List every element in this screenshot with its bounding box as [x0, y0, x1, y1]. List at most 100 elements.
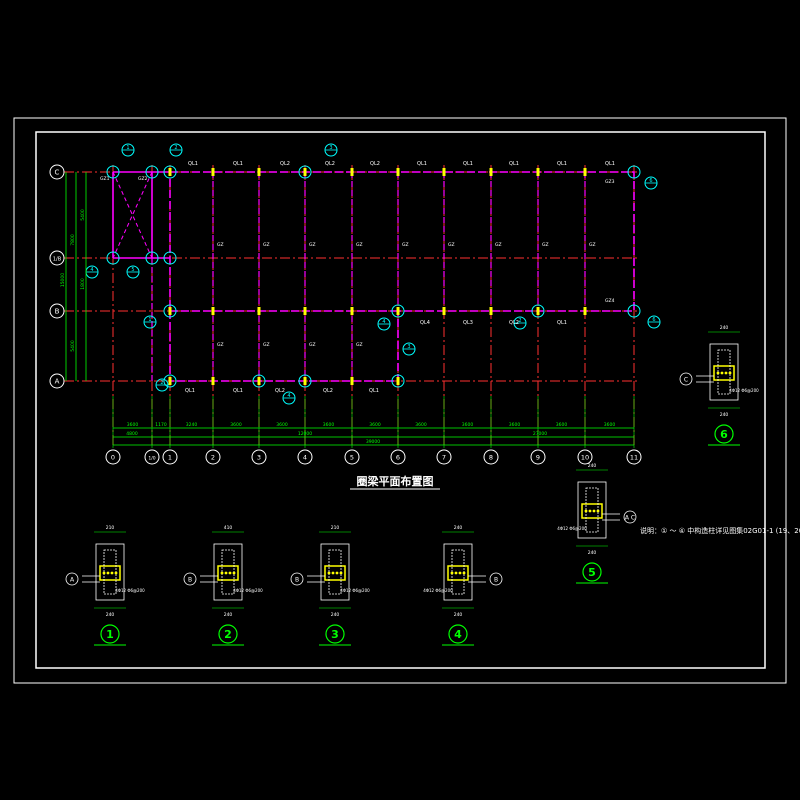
column-label: GZ — [495, 242, 502, 248]
wall-outline — [213, 543, 243, 601]
beam-label: QL2 — [509, 320, 519, 326]
general-note: 说明：① ～ ④ 中构造柱详见图集02G01-1 (19、20) 页。 — [640, 526, 800, 535]
column-label: GZ — [542, 242, 549, 248]
beam-label: QL1 — [233, 161, 243, 167]
beam-label: QL1 — [417, 161, 427, 167]
grid-row-label: B — [55, 308, 60, 316]
column-core — [713, 365, 735, 381]
wall-outline — [443, 543, 473, 601]
grid-column-bubble — [530, 449, 546, 465]
column-label: GZ4 — [605, 298, 615, 304]
dimension-value: 5400 — [80, 209, 86, 221]
detail-dimension: 240 — [588, 550, 597, 556]
column-core — [324, 565, 346, 581]
column-marker — [211, 377, 215, 385]
axis-label: B — [494, 577, 498, 584]
column-label: GZ — [309, 342, 316, 348]
rebar-dot — [114, 571, 118, 575]
rebar-dot — [724, 371, 728, 375]
grid-column-bubble — [626, 449, 642, 465]
column-circle — [106, 251, 120, 265]
dimension-value: 3600 — [127, 422, 139, 428]
rebar-dot — [716, 371, 720, 375]
column-circle — [298, 374, 312, 388]
rebar-dot — [588, 509, 592, 513]
bracing-diagonal — [112, 171, 153, 259]
column-label: GZ — [263, 242, 270, 248]
detail-number-circle — [582, 562, 602, 582]
dimension-value: 1800 — [80, 278, 86, 290]
detail-number: 5 — [588, 566, 596, 579]
grid-column-label: 11 — [630, 454, 638, 462]
grid-column-bubble — [483, 449, 499, 465]
grid-column-bubble — [251, 449, 267, 465]
grid-column-label: 2 — [211, 454, 215, 462]
detail-dimension: 240 — [720, 412, 729, 418]
column-label: GZ — [356, 242, 363, 248]
grid-column-bubble — [162, 449, 178, 465]
grid-column-label: 0 — [111, 454, 115, 462]
detail-dimension: 240 — [331, 612, 340, 618]
grid-column-bubble — [297, 449, 313, 465]
column-marker — [303, 307, 307, 315]
beam-label: QL4 — [420, 320, 430, 326]
sheet-inner-frame — [35, 131, 766, 669]
detail-dimension: 240 — [720, 325, 729, 331]
column-marker — [168, 377, 172, 385]
column-circle — [145, 165, 159, 179]
axis-label: B — [188, 577, 192, 584]
beam-label: QL2 — [275, 388, 285, 394]
dimension-value: 7800 — [70, 234, 76, 246]
column-core — [99, 565, 121, 581]
column-marker — [257, 377, 261, 385]
grid-column-label: 4 — [303, 454, 307, 462]
rebar-dot — [331, 571, 335, 575]
beam-label: QL1 — [557, 161, 567, 167]
column-marker — [257, 168, 261, 176]
detail-dimension: 240 — [224, 612, 233, 618]
column-label: GZ — [448, 242, 455, 248]
column-label: GZ2 — [138, 176, 148, 182]
grid-row-bubble — [49, 303, 65, 319]
column-label: GZ — [217, 242, 224, 248]
detail-number: 1 — [106, 628, 114, 641]
column-circle — [163, 374, 177, 388]
rebar-note: 4Φ12 Φ6@200 — [423, 588, 453, 593]
detail-number: 3 — [331, 628, 339, 641]
column-marker — [536, 307, 540, 315]
dimension-value: 3600 — [323, 422, 335, 428]
column-marker — [350, 377, 354, 385]
column-circle — [627, 304, 641, 318]
detail-dimension: 240 — [454, 612, 463, 618]
detail-callout-number: 4 — [382, 319, 385, 325]
dimension-value: 4800 — [126, 431, 138, 437]
dimension-value: 3600 — [556, 422, 568, 428]
column-marker — [168, 307, 172, 315]
detail-callout-number: 6 — [649, 178, 652, 184]
column-marker — [583, 307, 587, 315]
axis-label: B — [295, 577, 299, 584]
rebar-dot — [462, 571, 466, 575]
axis-bubble — [290, 572, 304, 586]
sheet-outer-frame — [13, 117, 787, 684]
detail-callout-number: 3 — [407, 344, 410, 350]
detail-number-circle — [714, 424, 734, 444]
detail-number-circle — [218, 624, 238, 644]
column-label: GZ — [356, 342, 363, 348]
beam-label: QL2 — [325, 161, 335, 167]
beam-label: QL1 — [509, 161, 519, 167]
rebar-dot — [596, 509, 600, 513]
rebar-dot — [592, 509, 596, 513]
rebar-dot — [327, 571, 331, 575]
rebar-note: 4Φ12 Φ6@200 — [115, 588, 145, 593]
column-marker — [211, 307, 215, 315]
beam-label: QL1 — [605, 161, 615, 167]
column-label: GZ — [402, 242, 409, 248]
rebar-dot — [232, 571, 236, 575]
wall-outline — [577, 481, 607, 539]
dimension-value: 3600 — [604, 422, 616, 428]
grid-column-label: 7 — [442, 454, 446, 462]
